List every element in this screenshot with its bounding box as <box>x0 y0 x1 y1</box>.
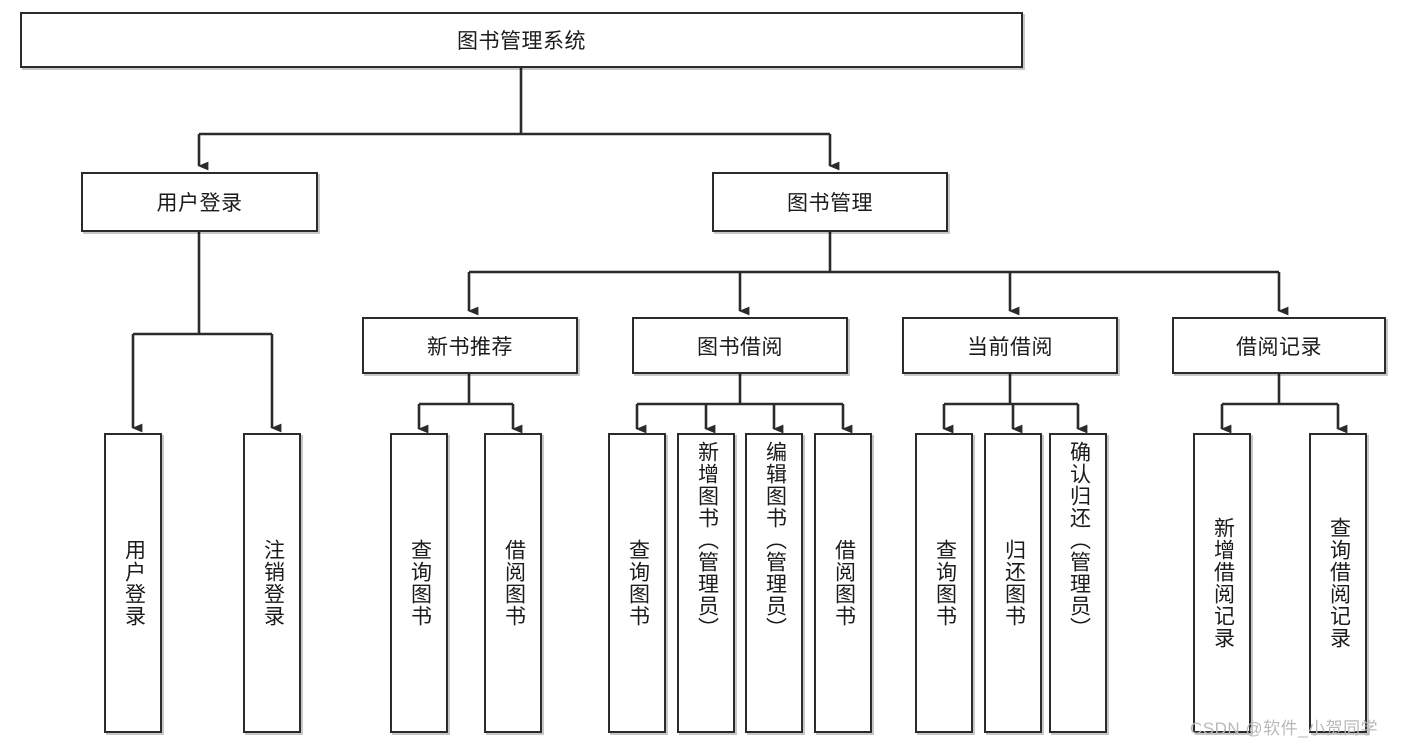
node-new-book-rec-label: 新书推荐 <box>427 335 513 359</box>
node-current-borrow-label: 当前借阅 <box>967 335 1053 359</box>
node-leaf-query-record-label: 查询借阅记录 <box>1327 517 1351 649</box>
node-leaf-borrow-book-a-label: 借阅图书 <box>502 539 526 627</box>
node-leaf-edit-book[interactable]: 编辑图书（管理员） <box>745 433 803 733</box>
node-leaf-query-book-b-label: 查询图书 <box>626 539 650 627</box>
node-leaf-query-book-c-label: 查询图书 <box>933 539 957 627</box>
node-user-login[interactable]: 用户登录 <box>81 172 318 232</box>
node-leaf-user-logout[interactable]: 注销登录 <box>243 433 301 733</box>
node-leaf-query-book-a[interactable]: 查询图书 <box>390 433 448 733</box>
node-new-book-rec[interactable]: 新书推荐 <box>362 317 578 374</box>
node-book-manage-label: 图书管理 <box>787 192 873 215</box>
node-root[interactable]: 图书管理系统 <box>20 12 1023 68</box>
node-leaf-query-book-a-label: 查询图书 <box>408 539 432 627</box>
node-leaf-borrow-book-b-label: 借阅图书 <box>832 539 856 627</box>
node-leaf-user-logout-label: 注销登录 <box>261 539 285 627</box>
node-leaf-user-login[interactable]: 用户登录 <box>104 433 162 733</box>
node-leaf-add-record[interactable]: 新增借阅记录 <box>1193 433 1251 733</box>
node-leaf-borrow-book-a[interactable]: 借阅图书 <box>484 433 542 733</box>
node-leaf-add-book-label: 新增图书（管理员） <box>695 441 719 639</box>
node-leaf-add-book[interactable]: 新增图书（管理员） <box>677 433 735 733</box>
node-leaf-add-record-label: 新增借阅记录 <box>1211 517 1235 649</box>
node-leaf-query-book-c[interactable]: 查询图书 <box>915 433 973 733</box>
node-leaf-user-login-label: 用户登录 <box>122 539 146 627</box>
node-root-label: 图书管理系统 <box>457 30 586 53</box>
node-leaf-return-book-label: 归还图书 <box>1002 539 1026 627</box>
node-borrow-record-label: 借阅记录 <box>1236 335 1322 359</box>
node-leaf-confirm-return-label: 确认归还（管理员） <box>1067 441 1091 639</box>
node-book-manage[interactable]: 图书管理 <box>712 172 948 232</box>
node-user-login-label: 用户登录 <box>156 192 243 215</box>
node-book-borrow-label: 图书借阅 <box>697 335 783 359</box>
node-leaf-edit-book-label: 编辑图书（管理员） <box>763 441 787 639</box>
watermark: CSDN @软件_小贺同学 <box>1190 719 1379 738</box>
node-leaf-query-record[interactable]: 查询借阅记录 <box>1309 433 1367 733</box>
node-leaf-return-book[interactable]: 归还图书 <box>984 433 1042 733</box>
node-book-borrow[interactable]: 图书借阅 <box>632 317 848 374</box>
node-borrow-record[interactable]: 借阅记录 <box>1172 317 1386 374</box>
node-leaf-query-book-b[interactable]: 查询图书 <box>608 433 666 733</box>
node-leaf-borrow-book-b[interactable]: 借阅图书 <box>814 433 872 733</box>
node-leaf-confirm-return[interactable]: 确认归还（管理员） <box>1049 433 1107 733</box>
node-current-borrow[interactable]: 当前借阅 <box>902 317 1118 374</box>
